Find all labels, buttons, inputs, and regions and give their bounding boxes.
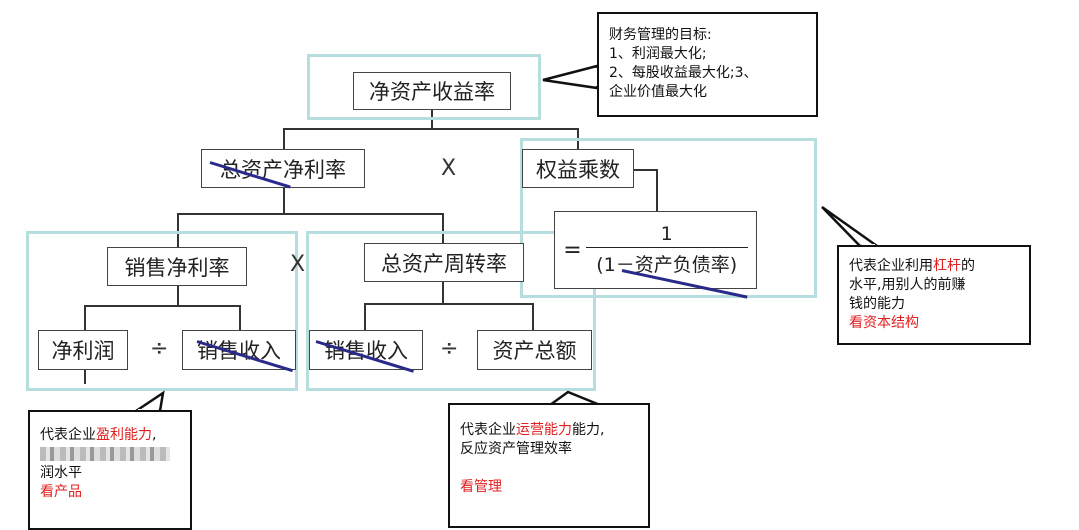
equity-multiplier-node: 权益乘数 xyxy=(522,149,634,188)
fraction-bar xyxy=(585,246,748,249)
total-assets-node: 资产总额 xyxy=(477,330,592,370)
leverage-line: 看资本结构 xyxy=(849,315,919,331)
connector xyxy=(364,303,534,305)
connector xyxy=(84,305,86,330)
multiply-operator: X xyxy=(441,156,457,181)
operation-spacer xyxy=(460,459,638,478)
formula-numerator: 1 xyxy=(660,222,673,245)
blurred-text xyxy=(40,445,180,464)
profit-tail xyxy=(131,390,165,413)
connector xyxy=(177,213,444,215)
profit-callout: 代表企业盈利能力, 润水平 看产品 xyxy=(28,410,192,530)
leverage-line: 水平,用别人的前赚 xyxy=(849,277,966,293)
sales-income-node: 销售收入 xyxy=(309,330,423,373)
goals-line: 1、利润最大化; xyxy=(609,46,707,62)
sales-income-label: 销售收入 xyxy=(324,339,408,363)
connector xyxy=(239,305,241,330)
divide-operator: ÷ xyxy=(440,336,459,361)
profit-line: 润水平 xyxy=(40,465,82,481)
net-profit-node: 净利润 xyxy=(38,330,128,370)
connector xyxy=(177,213,179,247)
leverage-callout: 代表企业利用杠杆的 水平,用别人的前赚 钱的能力 看资本结构 xyxy=(837,245,1031,345)
operation-callout: 代表企业运营能力能力, 反应资产管理效率 看管理 xyxy=(448,403,650,528)
profit-line: 代表企业盈利能力, xyxy=(40,427,157,443)
operation-line: 看管理 xyxy=(460,479,502,495)
connector xyxy=(283,128,285,150)
formula-fraction: 1 (1－资产负债率) xyxy=(585,222,748,299)
connector xyxy=(442,213,444,243)
divide-operator: ÷ xyxy=(150,336,169,361)
operation-line: 反应资产管理效率 xyxy=(460,441,572,457)
connector xyxy=(177,286,179,306)
equity-multiplier-formula: = 1 (1－资产负债率) xyxy=(554,211,757,299)
connector xyxy=(364,303,366,330)
connector xyxy=(656,169,658,211)
sales-margin-node: 销售净利率 xyxy=(107,247,247,286)
leverage-line: 钱的能力 xyxy=(849,296,905,312)
goals-callout: 财务管理的目标: 1、利润最大化; 2、每股收益最大化;3、 企业价值最大化 xyxy=(597,12,818,117)
operation-line: 代表企业运营能力能力, xyxy=(460,422,605,438)
leverage-line: 代表企业利用杠杆的 xyxy=(849,258,975,274)
formula-equals: = xyxy=(563,237,582,263)
goals-line: 2、每股收益最大化;3、 xyxy=(609,65,758,81)
profit-line: 看产品 xyxy=(40,484,82,500)
profit-frame xyxy=(26,231,298,391)
net-margin-on-assets-node: 总资产净利率 xyxy=(201,149,365,189)
connector xyxy=(283,128,579,130)
goals-title: 财务管理的目标: xyxy=(609,27,712,43)
sales-income-node: 销售收入 xyxy=(182,330,296,373)
goals-line: 企业价值最大化 xyxy=(609,84,707,100)
multiply-operator: X xyxy=(290,252,306,277)
connector xyxy=(84,305,241,307)
roe-frame xyxy=(307,54,541,120)
connector xyxy=(283,188,285,214)
operation-frame xyxy=(306,231,596,391)
connector xyxy=(532,303,534,330)
connector xyxy=(633,169,658,171)
equity-multiplier-frame xyxy=(520,138,817,298)
connector xyxy=(442,282,444,305)
connector xyxy=(84,370,86,384)
leverage-tail xyxy=(821,205,881,248)
sales-income-label: 销售收入 xyxy=(197,339,281,363)
roe-node: 净资产收益率 xyxy=(353,72,511,110)
asset-turnover-node: 总资产周转率 xyxy=(364,243,524,282)
goals-tail xyxy=(542,64,599,90)
